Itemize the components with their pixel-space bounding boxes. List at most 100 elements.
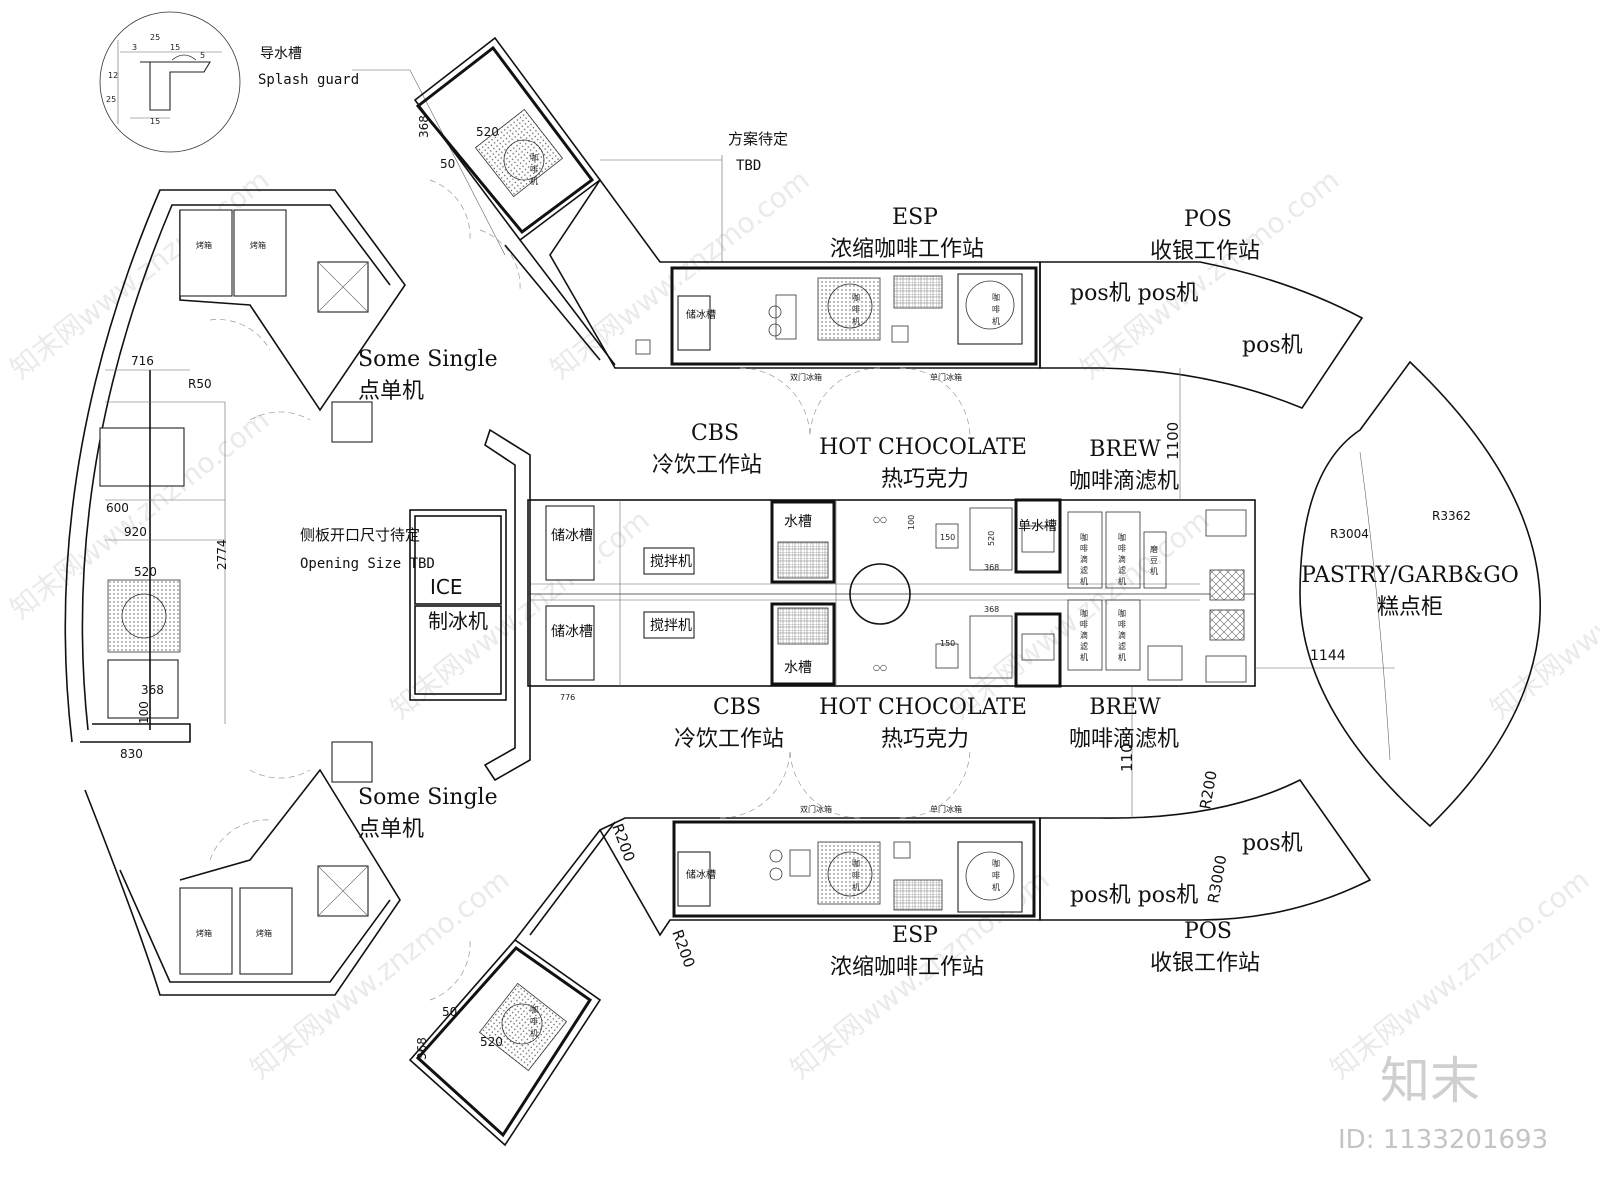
drip-bot-2-c2: 啡 [1118, 619, 1126, 629]
coffee-top-wing-char2: 啡 [530, 164, 538, 174]
oven-4-label: 烤箱 [256, 928, 272, 938]
hot-bottom-en: HOT CHOCOLATE [819, 695, 1027, 720]
esp-top-char1: 咖 [852, 292, 860, 302]
dim-1144: 1144 [1310, 648, 1346, 664]
drip-top-2-c2: 啡 [1118, 543, 1126, 553]
ice-bin-center-top-label: 储冰槽 [551, 528, 593, 544]
single-fridge-top: 单门冰箱 [930, 372, 962, 382]
single-sink-top [1014, 498, 1062, 574]
sink-top-label: 水槽 [784, 514, 812, 530]
watermark-3: 知末网www.znzmo.com [1074, 163, 1346, 385]
dim-100-left: 100 [137, 701, 151, 724]
drip-top-1-c3: 滴 [1080, 554, 1088, 564]
ice-bin-top-right [677, 295, 711, 351]
dim-368-hot-top: 368 [984, 563, 999, 572]
double-fridge-top: 双门冰箱 [790, 372, 822, 382]
opening-note-cn: 侧板开口尺寸待定 [300, 526, 420, 544]
pos-top-cn: 收银工作站 [1150, 239, 1260, 264]
espresso-machine-top [817, 277, 881, 341]
oven-1-label: 烤箱 [196, 240, 212, 250]
blender-bottom-label: 搅拌机 [650, 618, 692, 634]
esp-counter-bottom: 储冰槽 咖 啡 机 咖 啡 机 双门冰箱 单门冰箱 [598, 747, 1041, 937]
tbd-note-en: TBD [736, 158, 761, 174]
dim-600: 600 [106, 501, 129, 515]
pastry-cn: 糕点柜 [1377, 595, 1443, 620]
ice-machine: ICE 制冰机 侧板开口尺寸待定 Opening Size TBD [300, 428, 531, 782]
dim-r3362: R3362 [1432, 509, 1471, 523]
dim-15-top: 15 [170, 43, 180, 52]
coffee-bottom-wing-char3: 机 [530, 1028, 538, 1038]
drip-top-1-c4: 滤 [1080, 565, 1088, 575]
single-sink-top-label: 单水槽 [1018, 519, 1057, 534]
ice-bin-center-bottom-label: 储冰槽 [551, 624, 593, 640]
dim-25-top: 25 [150, 33, 160, 42]
sink-unit-left [99, 427, 185, 487]
oven-3 [179, 887, 233, 975]
blender-top-label: 搅拌机 [650, 554, 692, 570]
drip-bot-1-c2: 啡 [1080, 619, 1088, 629]
drip-bot-2-c5: 机 [1118, 652, 1126, 662]
single-bottom-cn: 点单机 [358, 817, 424, 842]
esp-bottom-char3: 机 [852, 882, 860, 892]
dim-r50: R50 [188, 377, 212, 391]
dim-12: 12 [108, 71, 118, 80]
drip-top-2-c5: 机 [1118, 576, 1126, 586]
drip-top-2-c4: 滤 [1118, 565, 1126, 575]
tbd-note-cn: 方案待定 [728, 130, 788, 148]
ice-bin-bottom-label: 储冰槽 [686, 868, 716, 881]
brew-bottom-cn: 咖啡滴滤机 [1069, 727, 1179, 752]
dim-520-bottom-wing: 520 [480, 1035, 503, 1049]
drip-bot-1-c5: 机 [1080, 652, 1088, 662]
single-top-en: Some Single [358, 347, 498, 372]
brew-top-en: BREW [1089, 437, 1161, 462]
esp-wing-bottom: 咖 啡 机 368 50 520 [408, 821, 616, 1147]
esp-bottom-cn: 浓缩咖啡工作站 [830, 955, 984, 980]
dim-r3000: R3000 [1204, 854, 1230, 905]
pastry-cabinet: R3004 R3362 [1299, 360, 1542, 828]
ice-bin-top-label: 储冰槽 [686, 308, 716, 321]
splash-guard-detail: 25 3 15 5 12 25 15 导水槽 Splash guard [99, 11, 506, 256]
drip-bot-2-c1: 咖 [1118, 608, 1126, 618]
dim-520-top-wing: 520 [476, 125, 499, 139]
drip-bot-1-c3: 滴 [1080, 630, 1088, 640]
brand-mark: 知末 ID: 1133201693 [1338, 1052, 1548, 1155]
pos-bottom-en: POS [1184, 919, 1232, 944]
svg-text:○○: ○○ [873, 663, 887, 672]
pos-counter-bottom [1039, 778, 1372, 921]
drip-bot-2-c3: 滴 [1118, 630, 1126, 640]
dim-r200-c: R200 [668, 927, 698, 970]
espresso-machine-bottom [817, 841, 881, 905]
pos-bottom-cn: 收银工作站 [1150, 951, 1260, 976]
esp-top-cn: 浓缩咖啡工作站 [830, 237, 984, 262]
drip-bot-1-c1: 咖 [1080, 608, 1088, 618]
single-top-cn: 点单机 [358, 379, 424, 404]
blender-bottom [643, 611, 695, 639]
grinder-bottom-char3: 机 [992, 882, 1000, 892]
esp-counter-top: 储冰槽 咖 啡 机 咖 啡 机 双门冰箱 单门冰箱 [549, 178, 1041, 439]
esp-bottom-char2: 啡 [852, 870, 860, 880]
sink-bottom-label: 水槽 [784, 660, 812, 676]
dim-716: 716 [131, 354, 154, 368]
drip-bot-1-c4: 滤 [1080, 641, 1088, 651]
esp-top-char2: 啡 [852, 304, 860, 314]
dim-368-top-wing: 368 [417, 115, 431, 138]
drip-top-1-c1: 咖 [1080, 532, 1088, 542]
cbs-bottom-cn: 冷饮工作站 [674, 727, 784, 752]
splash-guard-title-cn: 导水槽 [260, 46, 302, 62]
grinder-top-char1: 咖 [992, 292, 1000, 302]
grinder-bottom-char2: 啡 [992, 870, 1000, 880]
ice-label-en: ICE [430, 575, 463, 599]
tbd-callout: 方案待定 TBD [600, 130, 788, 262]
dim-25-side: 25 [106, 95, 116, 104]
cbs-bottom-en: CBS [713, 695, 761, 720]
dim-2774: 2774 [215, 539, 229, 570]
dim-830: 830 [120, 747, 143, 761]
dim-5: 5 [200, 51, 205, 60]
grinder-bottom-char1: 咖 [992, 858, 1000, 868]
oven-4 [239, 887, 293, 975]
pos-counter-top [1039, 261, 1364, 409]
oven-3-label: 烤箱 [196, 928, 212, 938]
esp-top-char3: 机 [852, 316, 860, 326]
watermark-7: 知末网www.znzmo.com [1484, 503, 1600, 725]
